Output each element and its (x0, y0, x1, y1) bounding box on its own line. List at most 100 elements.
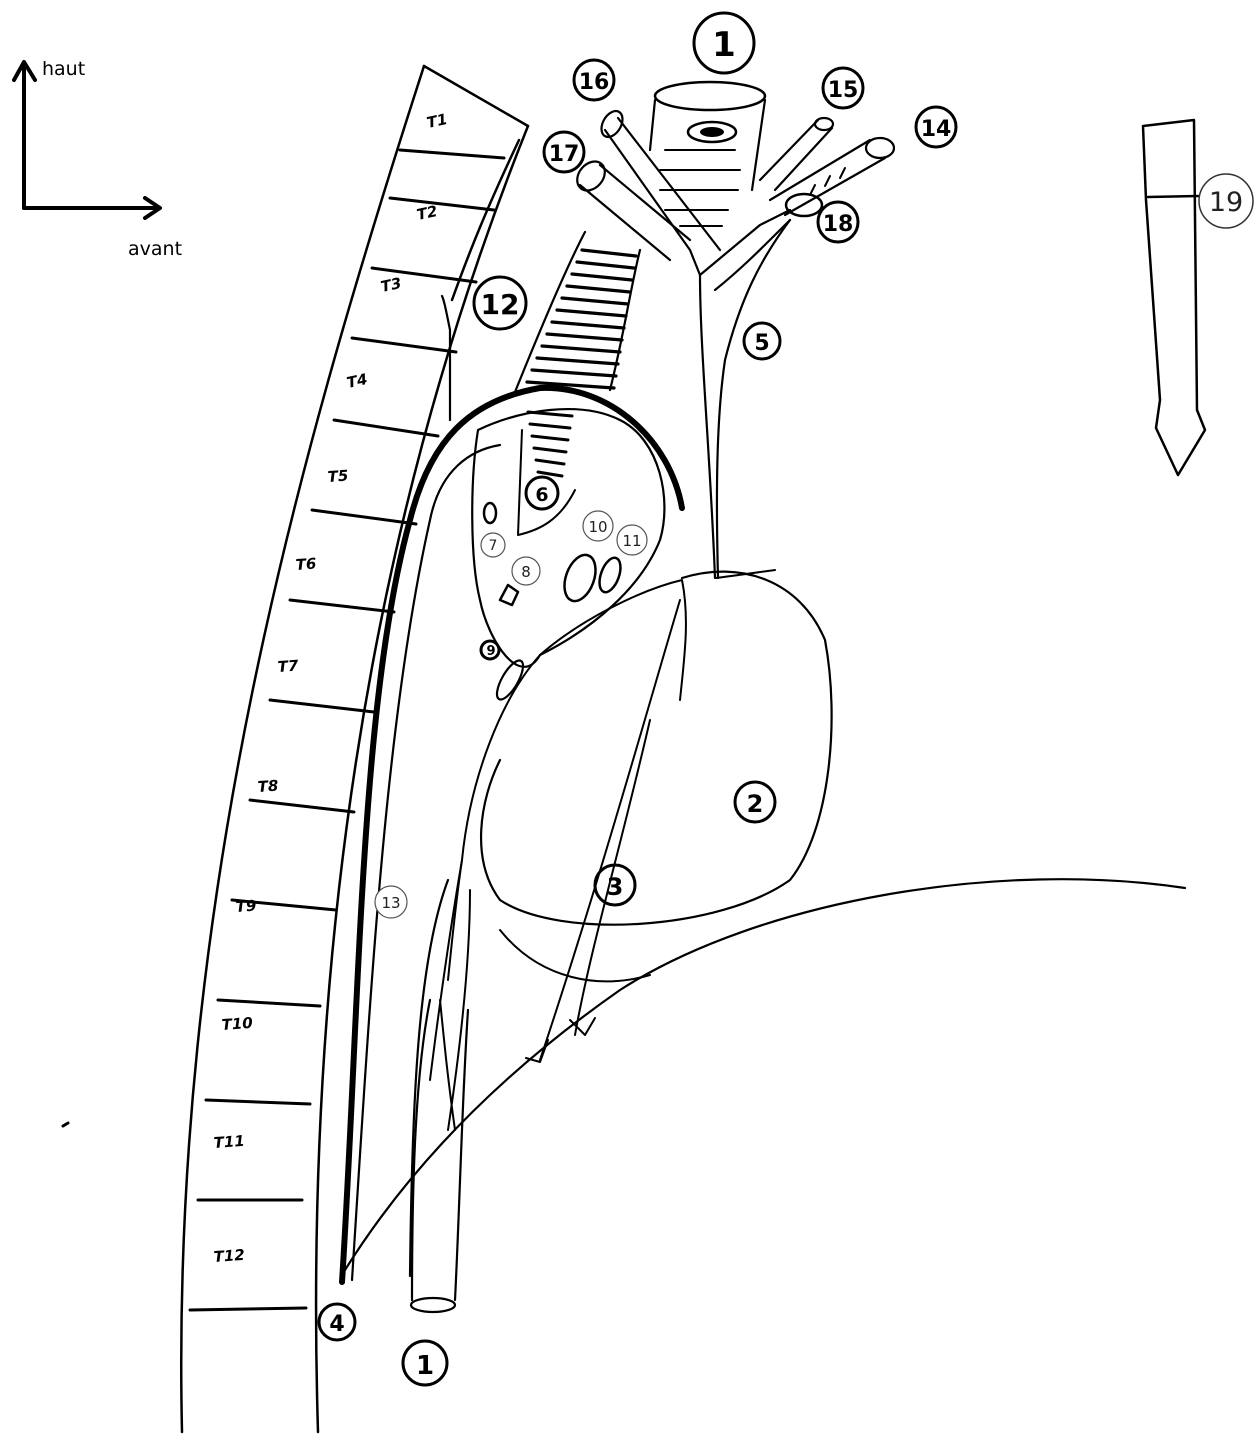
mediastinal-sac (448, 409, 686, 980)
larynx-sides (650, 100, 765, 190)
neck-vessels (572, 82, 894, 578)
marker-4: 4 (319, 1304, 355, 1340)
vertebra-label-t5: T5 (327, 467, 349, 486)
trachea-ring (552, 322, 624, 328)
svg-text:8: 8 (521, 563, 531, 581)
disc-line (400, 150, 504, 158)
disc-line (334, 420, 438, 436)
svg-text:5: 5 (754, 331, 769, 356)
disc-line (290, 600, 394, 612)
marker-1-bottom: 1 (403, 1341, 447, 1385)
node-9-vessel (492, 657, 528, 703)
diaphragm-line (345, 879, 1185, 1270)
disc-line (206, 1100, 310, 1104)
vertebra-label-t1: T1 (425, 110, 449, 132)
svg-text:6: 6 (535, 484, 548, 506)
marker-9: 9 (486, 644, 495, 659)
disc-line (312, 510, 416, 524)
vertebra-label-t3: T3 (379, 274, 403, 296)
carina (518, 430, 575, 535)
stray-mark (63, 1123, 68, 1126)
marker-17: 17 (544, 132, 584, 172)
marker-2: 2 (735, 782, 775, 822)
up-arrow-icon (14, 62, 35, 208)
trachea-ring (582, 250, 636, 256)
marker-12: 12 (474, 277, 526, 329)
bronchus-ring (530, 424, 570, 428)
sternum-sketch (1143, 120, 1205, 475)
svg-text:10: 10 (588, 518, 607, 536)
forward-axis-label: avant (128, 238, 182, 260)
vertebra-label-t9: T9 (235, 897, 257, 916)
svg-text:18: 18 (823, 212, 854, 237)
bronchus-ring (528, 412, 572, 416)
svg-text:3: 3 (607, 873, 624, 901)
svg-text:17: 17 (549, 142, 580, 167)
disc-line (270, 700, 374, 712)
node-7-shape (484, 503, 496, 523)
marker-15: 15 (823, 68, 863, 108)
subclavian-vessel (580, 165, 690, 260)
node-11-shape (595, 555, 624, 595)
node-10-shape (559, 551, 602, 606)
svg-text:12: 12 (481, 288, 520, 321)
trachea-ring (557, 310, 626, 316)
marker-11: 11 (617, 525, 647, 555)
svg-text:19: 19 (1209, 187, 1243, 218)
heart-outline (481, 572, 832, 925)
marker-top-1: 1 (694, 13, 754, 73)
marker-5: 5 (744, 323, 780, 359)
aorta (342, 296, 682, 1282)
node-8-shape (500, 585, 518, 605)
svg-text:15: 15 (828, 78, 859, 103)
sac-right-line (540, 580, 686, 700)
trachea-ring (537, 358, 618, 364)
disc-line (190, 1308, 306, 1310)
thyroid-ring (655, 82, 765, 110)
vertebra-label-t6: T6 (295, 555, 317, 574)
column-inner-edge (452, 140, 519, 300)
svg-text:9: 9 (486, 644, 495, 659)
vessel-15-end (815, 118, 833, 130)
svg-text:14: 14 (921, 117, 952, 142)
marker-8: 8 (512, 557, 540, 585)
disc-line (250, 800, 354, 812)
trachea (515, 232, 640, 535)
aorta-inner-wall (352, 445, 500, 1280)
trachea-ring (562, 298, 628, 304)
svg-text:13: 13 (381, 894, 400, 912)
trachea-ring (577, 262, 634, 268)
marker-3: 3 (595, 865, 635, 905)
vessel-14-end (866, 138, 894, 158)
marker-18: 18 (818, 202, 858, 242)
bronchus-rings (528, 412, 572, 476)
svg-text:11: 11 (622, 532, 641, 550)
svg-text:7: 7 (489, 538, 498, 554)
vena-cava (700, 220, 790, 578)
heart (481, 570, 832, 925)
carotid-cross-section (597, 107, 627, 140)
svg-text:2: 2 (747, 790, 764, 818)
marker-16: 16 (574, 60, 614, 100)
disc-line (390, 198, 494, 210)
sternum-outline (1143, 120, 1205, 475)
vertebra-label-t10: T10 (221, 1014, 253, 1034)
marker-10: 10 (583, 511, 613, 541)
up-axis-label: haut (42, 58, 85, 80)
vertebra-label-t7: T7 (277, 657, 299, 676)
trachea-ring (572, 274, 632, 280)
vertebra-label-t12: T12 (213, 1246, 245, 1266)
disc-line (218, 1000, 320, 1006)
svg-text:1: 1 (416, 1351, 434, 1381)
sac-left-line (448, 655, 540, 980)
heart-base-line (500, 930, 650, 981)
marker-7: 7 (481, 533, 505, 557)
trachea-ring (532, 370, 616, 376)
bronchus-ring (538, 472, 562, 476)
orientation-axes: haut avant (14, 58, 182, 260)
larynx-lumen (700, 127, 724, 137)
forward-arrow-icon (24, 198, 160, 218)
